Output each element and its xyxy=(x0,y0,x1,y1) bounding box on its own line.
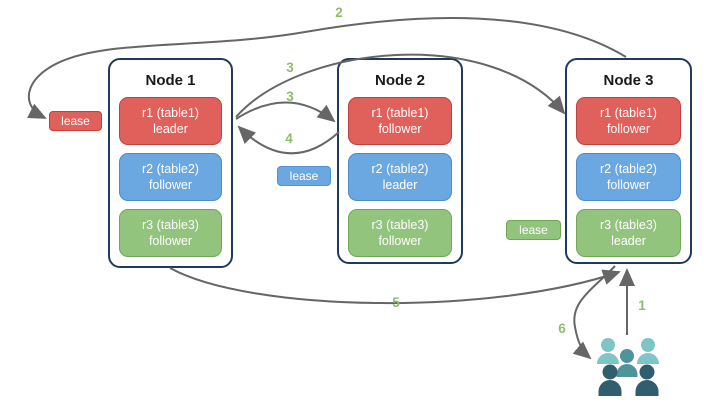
replica-name: r1 (table1) xyxy=(371,105,429,120)
replica-role: leader xyxy=(382,178,418,192)
replica-role: follower xyxy=(378,234,422,248)
node2-r3-follower: r3 (table3) follower xyxy=(348,209,452,257)
lease-label-blue: lease xyxy=(277,166,331,186)
replica-role: leader xyxy=(153,122,188,136)
replica-role: follower xyxy=(148,234,193,248)
arrow-label-3-top: 3 xyxy=(286,60,294,75)
arrow-6 xyxy=(572,265,616,360)
replica-name: r2 (table2) xyxy=(600,161,657,176)
replica-name: r2 (table2) xyxy=(371,161,429,176)
node2-r2-leader: r2 (table2) leader xyxy=(348,153,452,201)
arrow-3-to-node2 xyxy=(235,101,336,123)
node-3-box: Node 3 r1 (table1) follower r2 (table2) … xyxy=(565,58,692,264)
arrow-label-5: 5 xyxy=(392,295,400,310)
replica-role: follower xyxy=(378,122,422,136)
node-2-title: Node 2 xyxy=(374,72,425,89)
node-3-title: Node 3 xyxy=(603,72,654,89)
replica-name: r3 (table3) xyxy=(371,217,429,232)
node3-r1-follower: r1 (table1) follower xyxy=(576,97,681,145)
replica-role: follower xyxy=(148,178,193,192)
replica-name: r3 (table3) xyxy=(600,217,657,232)
replica-role: follower xyxy=(606,122,651,136)
node3-r2-follower: r2 (table2) follower xyxy=(576,153,681,201)
replica-name: r1 (table1) xyxy=(142,105,199,120)
lease-label-green: lease xyxy=(506,220,561,240)
node2-r1-follower: r1 (table1) follower xyxy=(348,97,452,145)
users-icon xyxy=(597,338,659,396)
replica-name: r3 (table3) xyxy=(142,217,199,232)
node3-r3-leader: r3 (table3) leader xyxy=(576,209,681,257)
replica-role: leader xyxy=(611,234,646,248)
replica-name: r2 (table2) xyxy=(142,161,199,176)
node1-r1-leader: r1 (table1) leader xyxy=(119,97,222,145)
arrow-label-6: 6 xyxy=(558,321,566,336)
node1-r2-follower: r2 (table2) follower xyxy=(119,153,222,201)
node-2-box: Node 2 r1 (table1) follower r2 (table2) … xyxy=(337,58,463,264)
node-1-title: Node 1 xyxy=(145,72,196,89)
arrow-label-4: 4 xyxy=(285,131,293,146)
replica-name: r1 (table1) xyxy=(600,105,657,120)
arrow-label-2: 2 xyxy=(335,5,343,20)
arrow-label-1: 1 xyxy=(638,298,646,313)
replica-role: follower xyxy=(606,178,651,192)
node-1-box: Node 1 r1 (table1) leader r2 (table2) fo… xyxy=(108,58,233,268)
node1-r3-follower: r3 (table3) follower xyxy=(119,209,222,257)
lease-label-red: lease xyxy=(49,111,102,131)
arrow-label-3-mid: 3 xyxy=(286,89,294,104)
